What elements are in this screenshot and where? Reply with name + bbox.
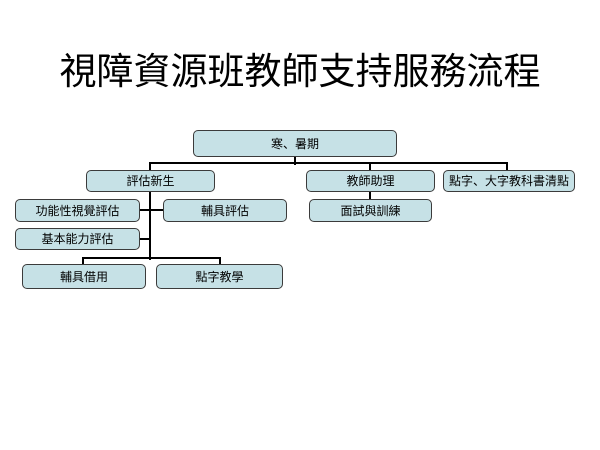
flowchart-node-interview-and-training: 面試與訓練 bbox=[309, 199, 432, 222]
flowchart-node-braille-large-print-textbook-inventory: 點字、大字教科書清點 bbox=[443, 170, 575, 192]
flowchart-node-braille-teaching: 點字教學 bbox=[156, 264, 283, 289]
flowchart-node-evaluate-new-students: 評估新生 bbox=[86, 170, 215, 192]
flowchart-node-assistive-device-assessment: 輔具評估 bbox=[163, 199, 287, 222]
flowchart-node-teacher-assistant: 教師助理 bbox=[306, 170, 435, 192]
flowchart-node-assistive-device-borrowing: 輔具借用 bbox=[22, 264, 146, 289]
slide-title: 視障資源班教師支持服務流程 bbox=[59, 52, 541, 93]
flowchart-node-basic-ability-assessment: 基本能力評估 bbox=[15, 228, 140, 250]
flowchart-node-winter-summer-period: 寒、暑期 bbox=[193, 130, 397, 157]
flowchart-node-functional-vision-assessment: 功能性視覺評估 bbox=[15, 199, 140, 222]
